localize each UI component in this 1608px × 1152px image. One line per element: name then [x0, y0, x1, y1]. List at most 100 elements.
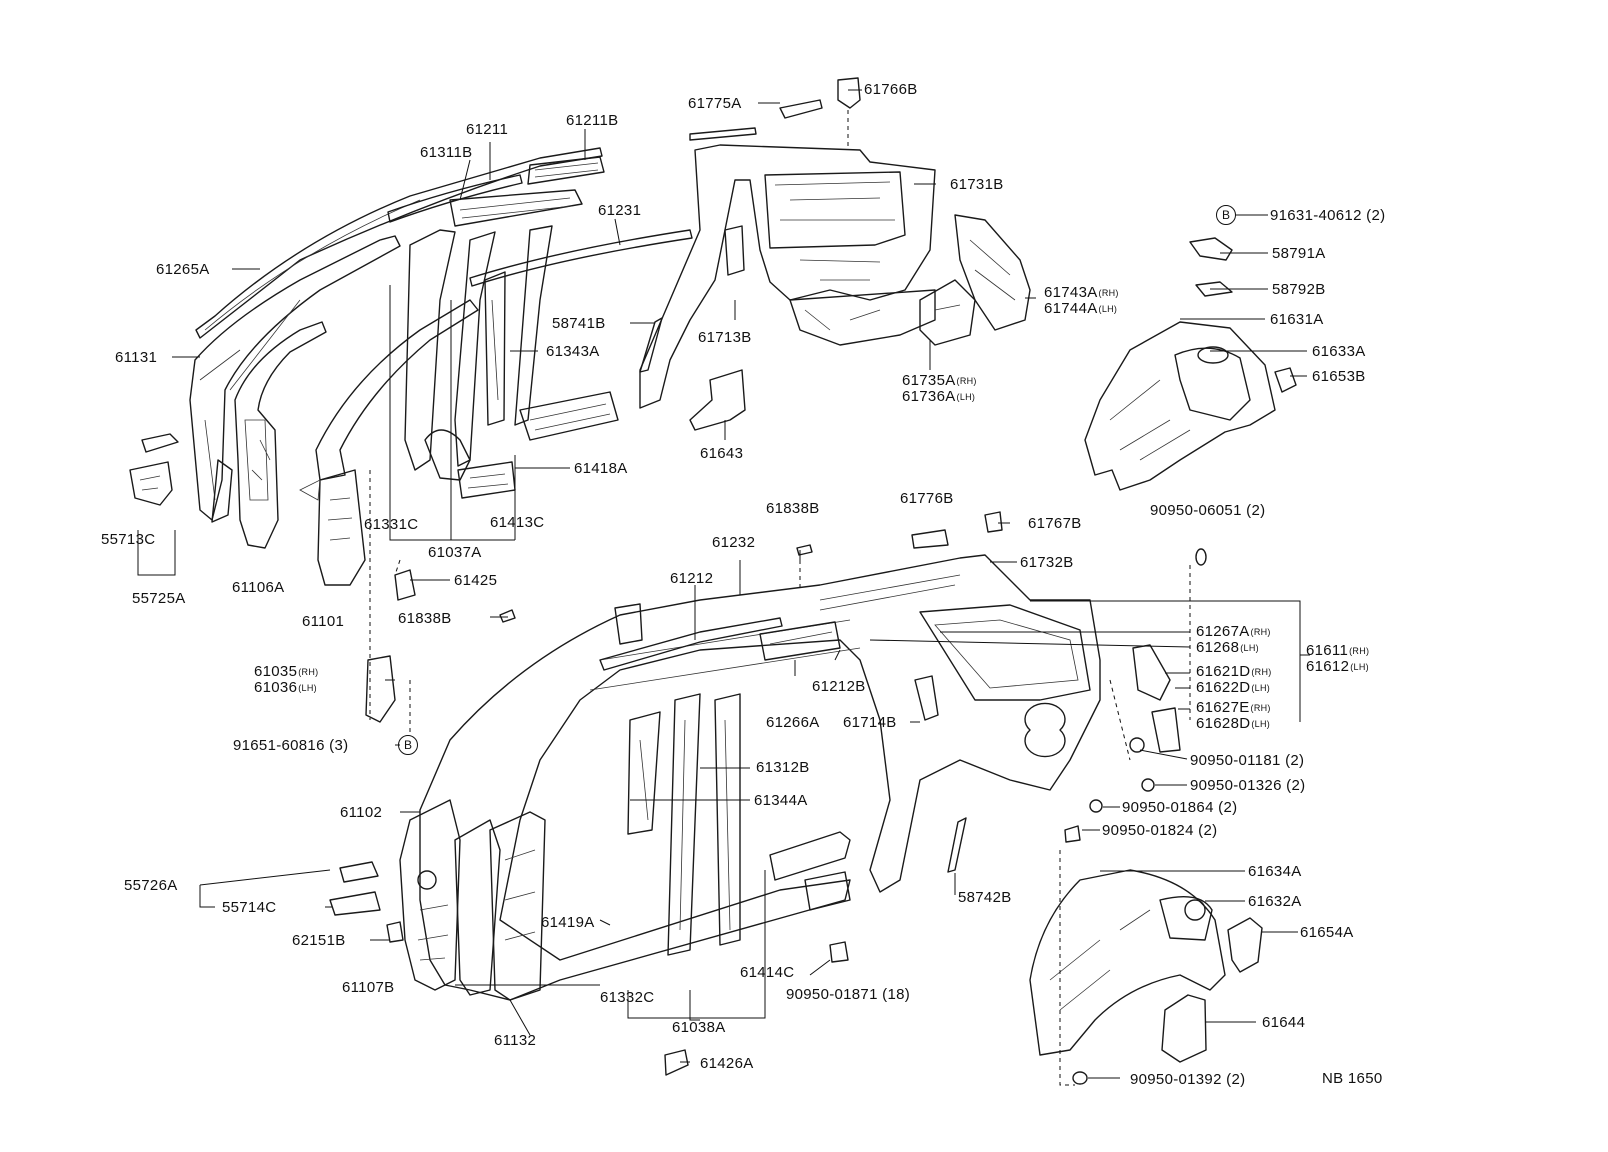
label-61332C: 61332C — [600, 989, 655, 1006]
outer-panel-61131 — [189, 235, 401, 523]
label-91631-40612: 91631-40612 (2) — [1270, 207, 1386, 224]
label-61132: 61132 — [494, 1032, 537, 1049]
label-61211B: 61211B — [566, 112, 619, 129]
label-90950-01864: 90950-01864 (2) — [1122, 799, 1238, 816]
label-61634A: 61634A — [1248, 863, 1302, 880]
label-61331C: 61331C — [364, 516, 419, 533]
pillar-61107B-61132 — [454, 811, 546, 1001]
label-58742B: 58742B — [958, 889, 1012, 906]
label-90950-01181: 90950-01181 (2) — [1190, 752, 1305, 769]
label-61744A: 61744A — [1044, 299, 1098, 317]
label-61102: 61102 — [340, 804, 383, 821]
label-61743A-61744A: 61743A(RH) 61744A(LH) — [1044, 285, 1119, 317]
suffix-lh: (LH) — [298, 682, 317, 693]
panel-61621D — [1132, 644, 1181, 753]
brace-61414C — [769, 831, 851, 911]
label-58792B: 58792B — [1272, 281, 1326, 298]
pillar-61713B — [724, 225, 745, 276]
bracket-55713C — [129, 433, 179, 506]
strip-58741B — [639, 317, 663, 373]
label-61631A: 61631A — [1270, 311, 1324, 328]
label-58791A: 58791A — [1272, 245, 1326, 262]
label-61211: 61211 — [466, 121, 509, 138]
label-61713B: 61713B — [698, 329, 752, 346]
label-61622D: 61622D — [1196, 678, 1251, 696]
suffix-rh: (RH) — [1250, 627, 1271, 637]
label-90950-01326: 90950-01326 (2) — [1190, 777, 1306, 794]
label-61413C: 61413C — [490, 514, 545, 531]
label-58741B: 58741B — [552, 315, 606, 332]
label-61265A: 61265A — [156, 261, 210, 278]
label-61107B: 61107B — [342, 979, 395, 996]
label-61232: 61232 — [712, 534, 756, 551]
label-61035-61036: 61035(RH) 61036(LH) — [254, 664, 318, 696]
label-61267A-61268: 61267A(RH) 61268(LH) — [1196, 624, 1271, 656]
label-61643: 61643 — [700, 445, 744, 462]
body-side-outer-61611 — [419, 554, 1101, 1001]
label-61212B: 61212B — [812, 678, 866, 695]
label-61654A: 61654A — [1300, 924, 1354, 941]
label-61343A: 61343A — [546, 343, 600, 360]
label-61106A: 61106A — [232, 579, 285, 596]
label-61268: 61268 — [1196, 638, 1240, 656]
label-61311B: 61311B — [420, 144, 473, 161]
label-55726A: 55726A — [124, 877, 178, 894]
suffix-lh: (LH) — [1251, 718, 1271, 729]
label-61612: 61612 — [1306, 657, 1350, 675]
panel-61743A — [919, 214, 1031, 346]
label-61644: 61644 — [1262, 1014, 1306, 1031]
label-61731B: 61731B — [950, 176, 1004, 193]
suffix-lh: (LH) — [956, 391, 976, 402]
diagram-ref: NB 1650 — [1322, 1070, 1383, 1087]
label-55725A: 55725A — [132, 590, 186, 607]
label-61035: 61035 — [254, 663, 298, 680]
patch-61653B — [1274, 367, 1297, 393]
label-61838B-top: 61838B — [766, 500, 820, 517]
label-61714B: 61714B — [843, 714, 897, 731]
center-pillar-assembly — [299, 225, 619, 601]
roof-rail-61265A — [195, 147, 603, 339]
dashed-lines — [369, 110, 1191, 1086]
label-61621D: 61621D — [1196, 663, 1251, 680]
pillar-61106A — [234, 321, 327, 549]
pillar-61035 — [365, 655, 396, 723]
label-61131: 61131 — [115, 349, 158, 366]
label-61735A-61736A: 61735A(RH) 61736A(LH) — [902, 373, 977, 405]
suffix-lh: (LH) — [1251, 682, 1271, 693]
rail-61231 — [469, 229, 693, 287]
circle-marker-b-2: B — [398, 735, 418, 755]
label-61426A: 61426A — [700, 1055, 754, 1072]
label-61621D-61622D: 61621D(RH) 61622D(LH) — [1196, 664, 1272, 696]
label-90950-01392: 90950-01392 (2) — [1130, 1071, 1246, 1088]
brace-61643 — [689, 369, 746, 431]
label-91651-60816: 91651-60816 (3) — [233, 737, 349, 754]
label-61732B: 61732B — [1020, 554, 1074, 571]
bracket-55726A — [329, 861, 404, 943]
label-61036: 61036 — [254, 678, 298, 696]
suffix-lh: (LH) — [1098, 303, 1118, 314]
label-61037A: 61037A — [428, 544, 482, 561]
label-61425: 61425 — [454, 572, 498, 589]
bracket-61714B — [914, 675, 939, 721]
label-61632A: 61632A — [1248, 893, 1302, 910]
label-61419A: 61419A — [541, 914, 595, 931]
quarter-inner-61731B — [639, 144, 936, 409]
label-61312B: 61312B — [756, 759, 810, 776]
label-61628D: 61628D — [1196, 714, 1251, 732]
suffix-lh: (LH) — [1350, 661, 1369, 672]
label-61775A: 61775A — [688, 95, 742, 112]
label-61653B: 61653B — [1312, 368, 1366, 385]
label-61418A: 61418A — [574, 460, 628, 477]
label-61633A: 61633A — [1312, 343, 1366, 360]
suffix-lh: (LH) — [1240, 642, 1259, 653]
strip-58742B — [947, 817, 967, 873]
label-61627E: 61627E — [1196, 699, 1250, 716]
suffix-rh: (RH) — [1349, 646, 1370, 656]
label-55714C: 55714C — [222, 899, 277, 916]
label-61627E-61628D: 61627E(RH) 61628D(LH) — [1196, 700, 1271, 732]
center-pillar-61312B — [627, 693, 741, 956]
label-61776B: 61776B — [900, 490, 954, 507]
suffix-rh: (RH) — [956, 376, 977, 386]
